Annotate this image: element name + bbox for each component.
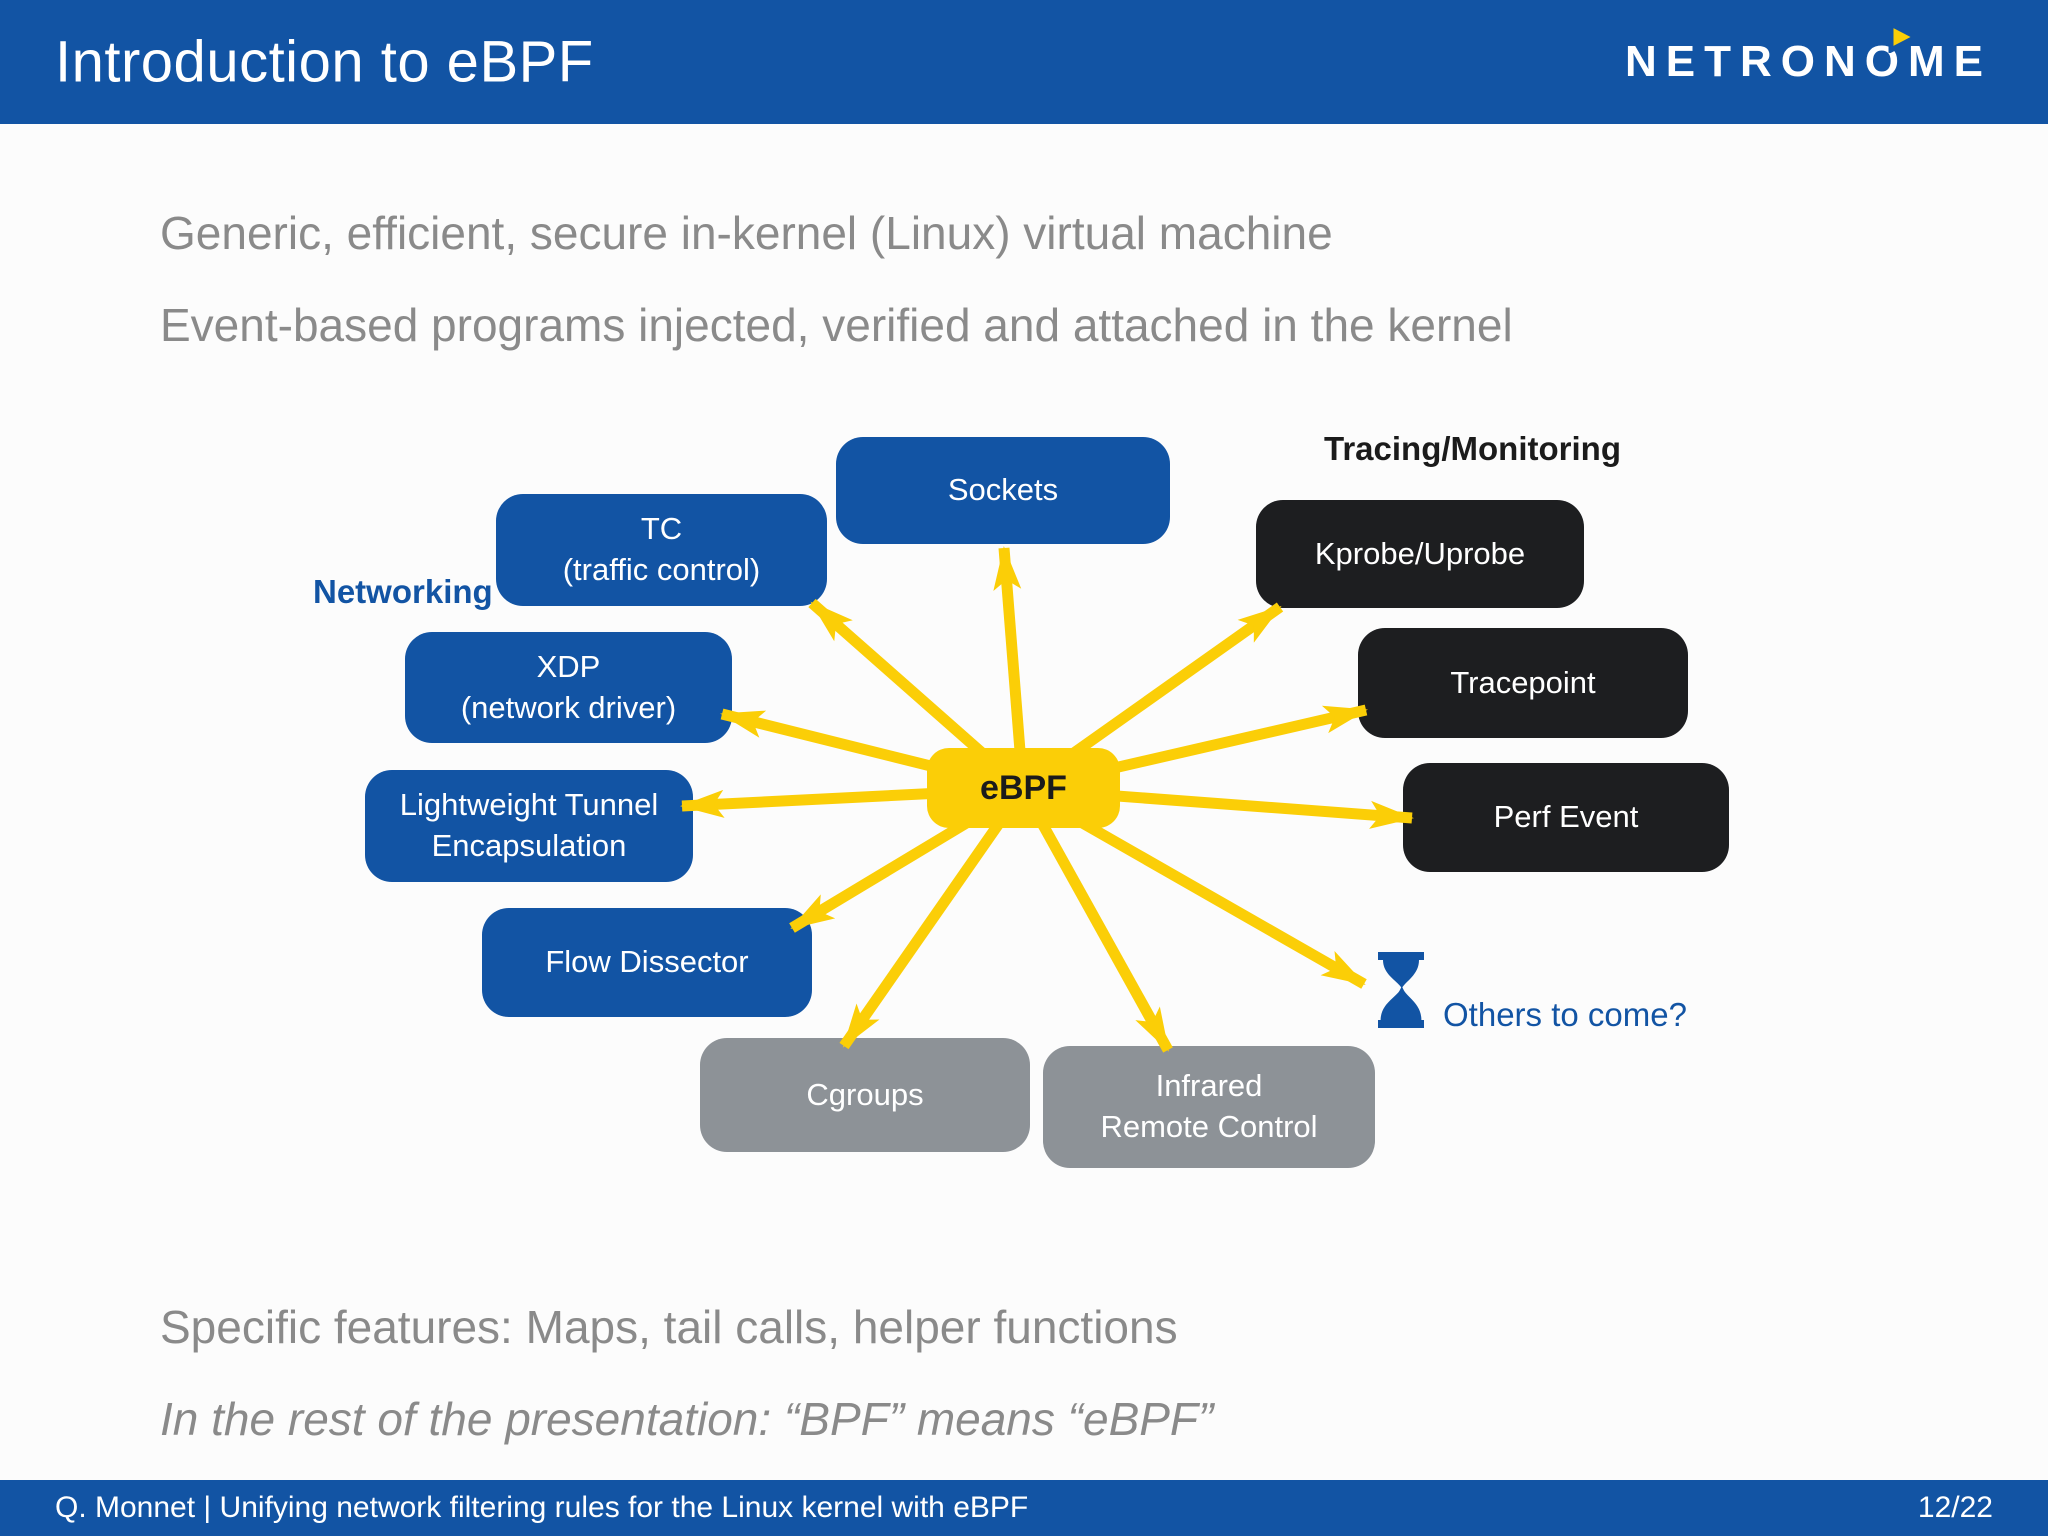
arrow-to-infrared xyxy=(1018,786,1173,1053)
node-cgroups: Cgroups xyxy=(700,1038,1030,1152)
node-xdp: XDP (network driver) xyxy=(405,632,732,743)
intro-line-2: Event-based programs injected, verified … xyxy=(160,299,1513,351)
outro-line-1: Specific features: Maps, tail calls, hel… xyxy=(160,1301,1178,1353)
node-ebpf-center: eBPF xyxy=(927,748,1120,828)
tracing-group-label: Tracing/Monitoring xyxy=(1324,430,1621,467)
page-title: Introduction to eBPF xyxy=(55,29,594,95)
node-flow-dissector: Flow Dissector xyxy=(482,908,812,1017)
footer-credit: Q. Monnet | Unifying network filtering r… xyxy=(55,1491,1029,1524)
node-tracepoint: Tracepoint xyxy=(1358,628,1688,738)
outro-line-2: In the rest of the presentation: “BPF” m… xyxy=(160,1393,1214,1445)
node-kprobe-uprobe: Kprobe/Uprobe xyxy=(1256,500,1584,608)
play-triangle-icon xyxy=(1888,21,1920,53)
logo-text-left: NETRON xyxy=(1624,37,1865,86)
others-to-come-label: Others to come? xyxy=(1443,996,1687,1033)
node-sockets: Sockets xyxy=(836,437,1170,544)
node-perf-event: Perf Event xyxy=(1403,763,1729,872)
node-lightweight-tunnel: Lightweight Tunnel Encapsulation xyxy=(365,770,693,882)
footer-bar: Q. Monnet | Unifying network filtering r… xyxy=(0,1480,2048,1536)
node-tc: TC (traffic control) xyxy=(496,494,827,606)
hourglass-icon xyxy=(1378,952,1424,1028)
logo-text-right: ME xyxy=(1908,37,1992,86)
page-number: 12/22 xyxy=(1917,1491,1993,1524)
logo-o: O xyxy=(1865,21,1920,87)
intro-line-1: Generic, efficient, secure in-kernel (Li… xyxy=(160,207,1333,259)
networking-group-label: Networking xyxy=(313,573,493,610)
node-infrared-remote-control: Infrared Remote Control xyxy=(1043,1046,1375,1168)
